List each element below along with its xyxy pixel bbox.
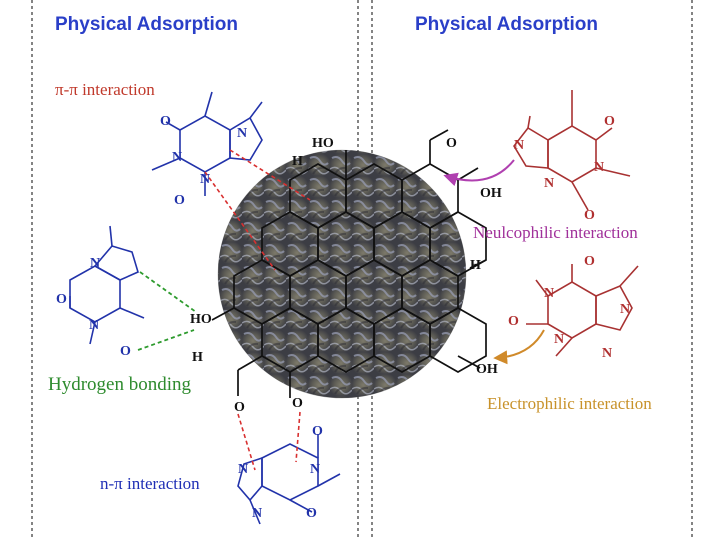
atom-h: H [470,258,481,273]
atom-o: O [584,254,595,269]
hydrogen-bonding-label: Hydrogen bonding [48,374,192,395]
caffeine-molecule-mid-left [69,225,145,345]
atom-h: H [292,154,303,169]
n-pi-interaction-label: n-π interaction [100,474,200,493]
atom-o: O [56,292,67,307]
n-pi-connectors [237,411,301,471]
atom-o: O [292,396,303,411]
left-panel-title: Physical Adsorption [55,14,238,35]
atom-n: N [237,126,248,141]
right-panel-title: Physical Adsorption [415,14,598,35]
caffeine-molecule-bottom [237,434,341,525]
atom-n: N [602,346,613,361]
hydrogen-bond-connectors [137,271,197,351]
caffeine-molecule-top-left [151,91,263,196]
atom-n: N [238,462,249,477]
electrophilic-interaction-label: Electrophilic interaction [487,394,652,413]
atom-o: O [120,344,131,359]
atom-h: H [192,350,203,365]
atom-n: N [90,256,101,271]
atom-n: N [252,506,263,521]
electrophilic-arrow [493,329,545,365]
atom-o: O [160,114,171,129]
atom-o: O [312,424,323,439]
atom-o: O [306,506,317,521]
atom-oh: OH [480,186,502,201]
atom-oh: OH [476,362,498,377]
atom-n: N [554,332,565,347]
nucleophilic-arrow [443,159,515,187]
atom-o: O [446,136,457,151]
atom-ho: HO [312,136,334,151]
atom-o: O [584,208,595,223]
atom-n: N [200,172,211,187]
atom-o: O [604,114,615,129]
graphene-lattice [211,129,487,398]
atom-n: N [514,138,525,153]
atom-ho: HO [190,312,212,327]
caffeine-molecule-bottom-right [526,264,639,357]
nucleophilic-interaction-label: Neulcophilic interaction [473,223,638,242]
caffeine-molecule-top-right [513,90,631,211]
atom-o: O [174,193,185,208]
pi-pi-connectors [204,149,311,271]
atom-n: N [89,318,100,333]
atom-n: N [172,150,183,165]
atom-n: N [310,462,321,477]
atom-n: N [544,286,555,301]
atom-o: O [508,314,519,329]
pi-pi-interaction-label: π-π interaction [55,80,155,99]
atom-n: N [594,160,605,175]
atom-o: O [234,400,245,415]
atom-n: N [544,176,555,191]
atom-n: N [620,302,631,317]
